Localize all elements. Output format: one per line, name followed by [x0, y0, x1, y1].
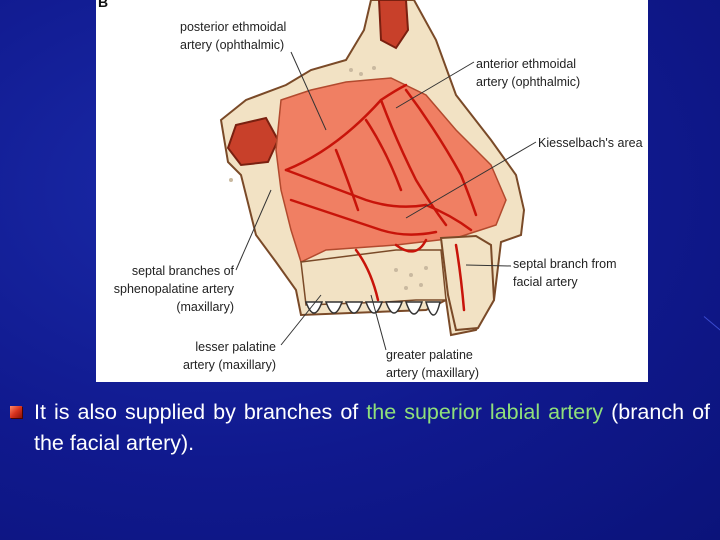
label-line: facial artery [513, 273, 617, 291]
label-line: septal branches of [100, 262, 234, 280]
label-posterior-ethmoidal: posterior ethmoidal artery (ophthalmic) [180, 18, 286, 54]
label-line: greater palatine [386, 346, 479, 364]
label-line: sphenopalatine artery [100, 280, 234, 298]
label-line: anterior ethmoidal [476, 55, 580, 73]
panel-letter: B [98, 0, 108, 10]
label-lesser-palatine: lesser palatine artery (maxillary) [136, 338, 276, 374]
square-bullet-icon [10, 406, 22, 418]
label-line: posterior ethmoidal [180, 18, 286, 36]
label-greater-palatine: greater palatine artery (maxillary) [386, 346, 479, 382]
label-kiesselbach: Kiesselbach's area [538, 134, 643, 152]
sphenoid-sinus [228, 118, 278, 165]
label-line: artery (maxillary) [386, 364, 479, 382]
label-line: lesser palatine [136, 338, 276, 356]
label-line: artery (ophthalmic) [180, 36, 286, 54]
label-septal-facial: septal branch from facial artery [513, 255, 617, 291]
label-septal-sphenopalatine: septal branches of sphenopalatine artery… [100, 262, 234, 316]
highlighted-term: the superior labial artery [366, 400, 603, 424]
label-line: artery (maxillary) [136, 356, 276, 374]
bullet-text-part: It is also supplied by branches of [34, 400, 366, 424]
nasal-septum-diagram: B posterior ethmoidal artery (ophthalmic… [96, 0, 648, 382]
label-line: septal branch from [513, 255, 617, 273]
label-line: (maxillary) [100, 298, 234, 316]
bullet-text: It is also supplied by branches of the s… [34, 397, 710, 459]
label-anterior-ethmoidal: anterior ethmoidal artery (ophthalmic) [476, 55, 580, 91]
label-line: artery (ophthalmic) [476, 73, 580, 91]
